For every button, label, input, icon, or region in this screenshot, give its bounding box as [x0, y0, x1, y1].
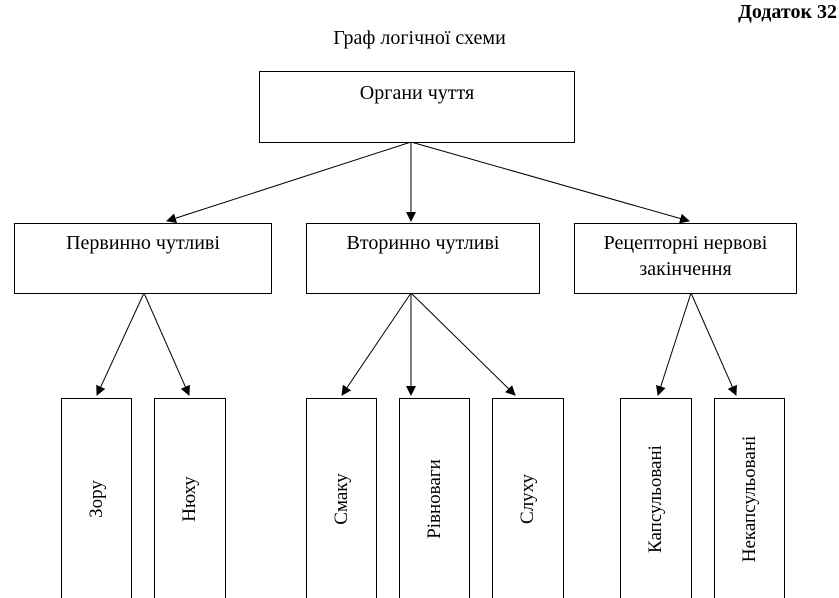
group-node-label: Рецепторні нервові закінчення [603, 232, 768, 280]
leaf-node-label: Смаку [330, 472, 352, 525]
leaf-node-encapsulated: Капсульовані [620, 398, 692, 598]
arrow-root-to-primary [166, 141, 412, 223]
arrow-primary-to-smell [143, 292, 190, 396]
leaf-node-balance: Рівноваги [399, 398, 470, 598]
root-node: Органи чуття [259, 71, 575, 143]
leaf-node-sight: Зору [61, 398, 132, 598]
leaf-node-nonencapsulated: Некапсульовані [714, 398, 785, 598]
leaf-node-hearing: Слуху [492, 398, 564, 598]
leaf-node-taste: Смаку [306, 398, 377, 598]
arrow-receptor-to-encapsulated [656, 292, 692, 396]
group-node-label: Вторинно чутливі [346, 232, 500, 254]
leaf-node-label: Зору [85, 479, 107, 518]
appendix-label: Додаток 32 [738, 1, 837, 23]
leaf-node-label: Нюху [179, 475, 200, 522]
arrow-secondary-to-hearing [410, 292, 516, 396]
group-node-label: Первинно чутливі [66, 232, 220, 254]
group-node-receptor: Рецепторні нервові закінчення [574, 223, 797, 294]
leaf-node-smell: Нюху [154, 398, 226, 598]
root-node-label: Органи чуття [359, 82, 475, 104]
group-node-secondary: Вторинно чутливі [306, 223, 540, 294]
leaf-node-label: Некапсульовані [738, 435, 760, 562]
diagram-title: Граф логічної схеми [333, 27, 506, 49]
arrow-primary-to-sight [96, 292, 145, 396]
arrow-receptor-to-nonencapsulated [690, 292, 737, 396]
arrow-secondary-to-taste [341, 292, 412, 396]
leaf-node-label: Капсульовані [645, 444, 666, 553]
arrow-root-to-receptor [410, 141, 690, 224]
group-node-primary: Первинно чутливі [14, 223, 272, 294]
leaf-node-label: Рівноваги [423, 458, 445, 539]
leaf-node-label: Слуху [517, 473, 538, 524]
